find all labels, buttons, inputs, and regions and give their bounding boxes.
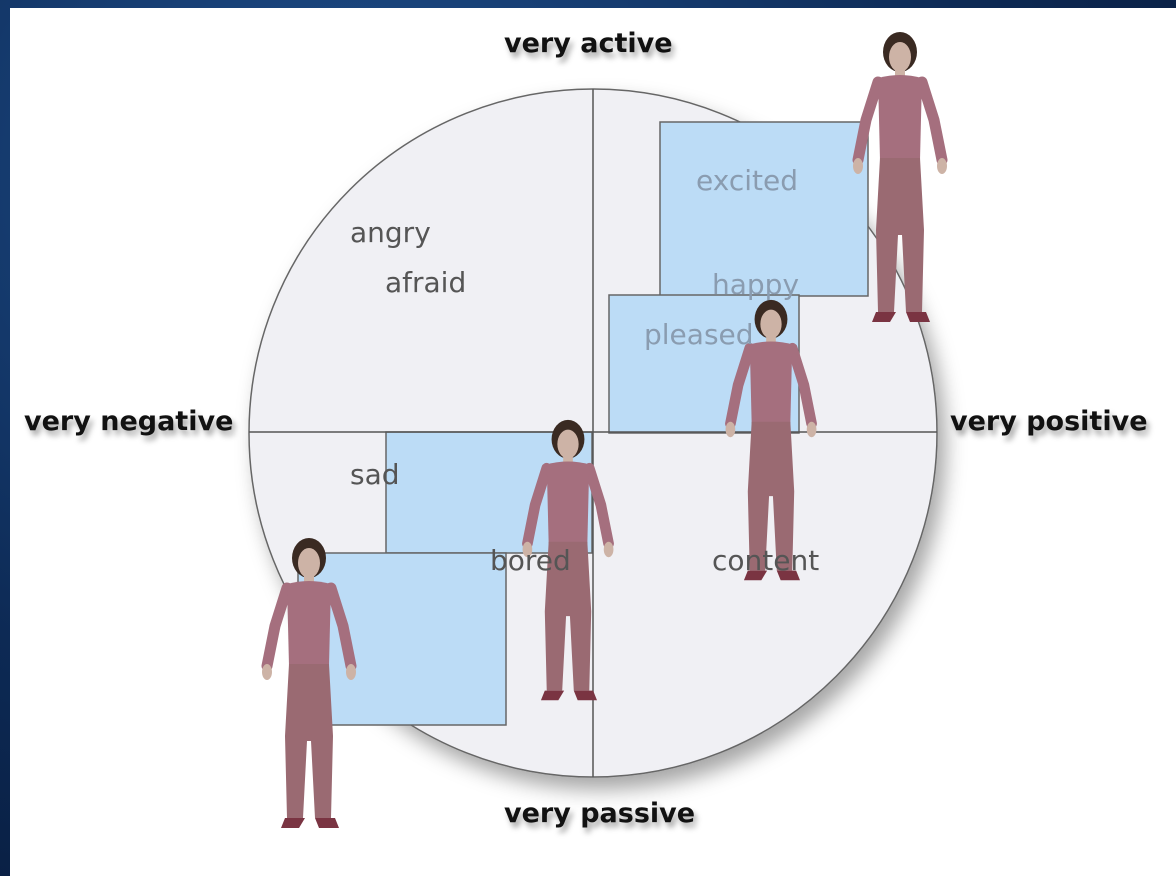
emotion-excited: excited: [696, 164, 798, 197]
axis-label-left: very negative: [24, 406, 233, 437]
circumplex-diagram: [10, 8, 1176, 876]
emotion-afraid: afraid: [385, 266, 466, 299]
axis-label-bottom: very passive: [504, 798, 695, 829]
emotion-sad: sad: [350, 458, 400, 491]
emotion-pleased: pleased: [644, 318, 754, 351]
emotion-happy: happy: [712, 268, 799, 301]
emotion-bored: bored: [490, 544, 571, 577]
emotion-angry: angry: [350, 216, 431, 249]
axis-label-top: very active: [504, 28, 673, 59]
axis-label-right: very positive: [950, 406, 1148, 437]
diagram-panel: very active very passive very negative v…: [10, 8, 1176, 876]
emotion-content: content: [712, 544, 819, 577]
